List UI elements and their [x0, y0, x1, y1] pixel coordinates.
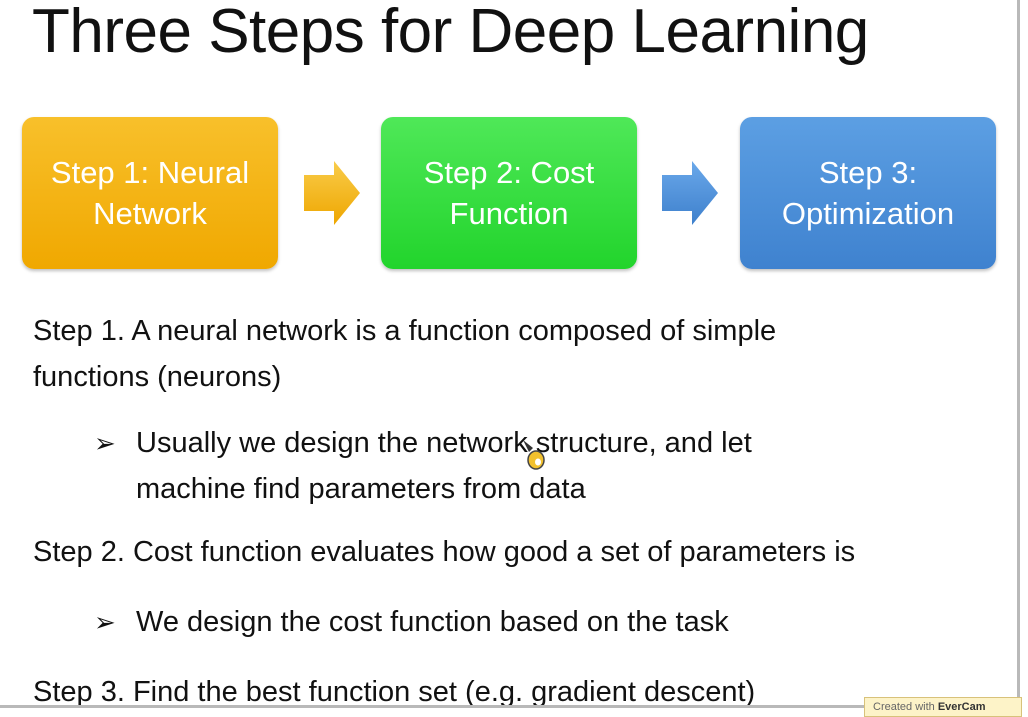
step-2-description: Step 2. Cost function evaluates how good…	[33, 536, 856, 568]
arrow-bullet-icon: ➢	[94, 428, 116, 458]
step-2-bullet-text: We design the cost function based on the…	[136, 606, 729, 638]
step-3-box: Step 3: Optimization	[740, 117, 996, 269]
step-1-label: Step 1: Neural Network	[50, 155, 250, 231]
step-1-box: Step 1: Neural Network	[22, 117, 278, 269]
step-2-box: Step 2: Cost Function	[381, 117, 637, 269]
arrow-right-icon	[660, 158, 720, 228]
pen-cursor-icon	[519, 438, 549, 472]
arrow-bullet-icon: ➢	[94, 607, 116, 637]
watermark-brand: EverCam	[937, 701, 986, 713]
watermark-prefix: Created with	[873, 701, 935, 713]
slide-frame: Three Steps for Deep Learning Step 1: Ne…	[0, 0, 1020, 708]
step-2-label: Step 2: Cost Function	[423, 155, 595, 231]
step-1-bullet: ➢ Usually we design the network structur…	[94, 420, 752, 512]
step-1-bullet-text: Usually we design the network structure,…	[136, 427, 752, 505]
step-2-bullet: ➢ We design the cost function based on t…	[94, 599, 729, 645]
step-3-description: Step 3. Find the best function set (e.g.…	[33, 676, 756, 708]
step-3-label: Step 3: Optimization	[781, 155, 955, 231]
arrow-right-icon	[302, 158, 362, 228]
step-1-description: Step 1. A neural network is a function c…	[33, 315, 777, 393]
recording-watermark: Created with EverCam	[864, 697, 1022, 717]
slide-title: Three Steps for Deep Learning	[32, 0, 869, 66]
